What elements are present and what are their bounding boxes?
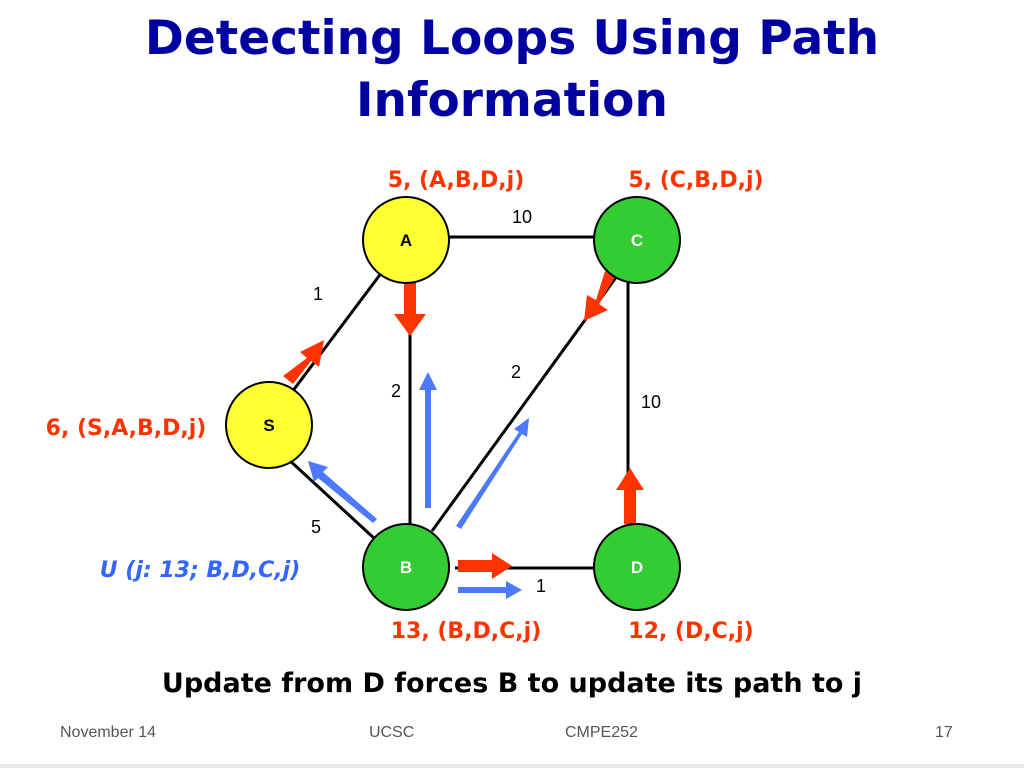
footer-course: CMPE252 <box>565 724 638 741</box>
red-arrow-b-to-d <box>458 553 512 579</box>
annotation-d: 12, (D,C,j) <box>628 619 753 644</box>
edge-weight-s-a: 1 <box>313 284 323 304</box>
red-arrow-d-up <box>616 468 644 524</box>
update-message: U (j: 13; B,D,C,j) <box>100 558 301 583</box>
slide-title-line-2: Information <box>356 73 668 128</box>
node-a-label: A <box>400 231 412 250</box>
node-b-label: B <box>400 558 412 577</box>
edge-s-a <box>290 271 384 393</box>
edge-weight-a-c: 10 <box>512 207 532 227</box>
edge-s-b <box>285 456 378 542</box>
node-c: C <box>593 196 681 284</box>
node-s-label: S <box>263 416 274 435</box>
node-s: S <box>225 381 313 469</box>
footer-rule <box>0 764 1024 768</box>
blue-arrow-b-to-c <box>456 418 529 529</box>
annotation-b: 13, (B,D,C,j) <box>391 619 542 644</box>
blue-arrow-b-to-d <box>458 581 522 599</box>
annotation-s: 6, (S,A,B,D,j) <box>46 416 207 441</box>
red-arrow-a-down <box>394 282 426 336</box>
annotation-c: 5, (C,B,D,j) <box>628 168 763 193</box>
node-d-label: D <box>631 558 643 577</box>
slide-caption: Update from D forces B to update its pat… <box>161 668 863 699</box>
footer-page-number: 17 <box>935 724 953 741</box>
node-b: B <box>362 523 450 611</box>
slide-title-line-1: Detecting Loops Using Path <box>144 11 880 66</box>
footer-date: November 14 <box>60 724 157 741</box>
node-c-label: C <box>631 231 643 250</box>
node-d: D <box>593 523 681 611</box>
edge-weight-b-d: 1 <box>536 576 546 596</box>
annotation-a: 5, (A,B,D,j) <box>388 168 525 193</box>
edge-weight-b-c: 2 <box>511 362 521 382</box>
node-a: A <box>362 196 450 284</box>
red-arrow-s-to-a <box>283 340 324 384</box>
footer-org: UCSC <box>369 724 415 741</box>
blue-arrow-b-to-a <box>419 372 437 508</box>
edge-weight-a-b: 2 <box>391 381 401 401</box>
red-arrow-c-to-b <box>584 271 615 321</box>
blue-arrow-b-to-s <box>308 461 377 523</box>
edge-weight-c-d: 10 <box>641 392 661 412</box>
slide-title: Detecting Loops Using Path Information <box>0 8 1024 132</box>
edge-weight-s-b: 5 <box>311 517 321 537</box>
edges <box>285 235 630 570</box>
